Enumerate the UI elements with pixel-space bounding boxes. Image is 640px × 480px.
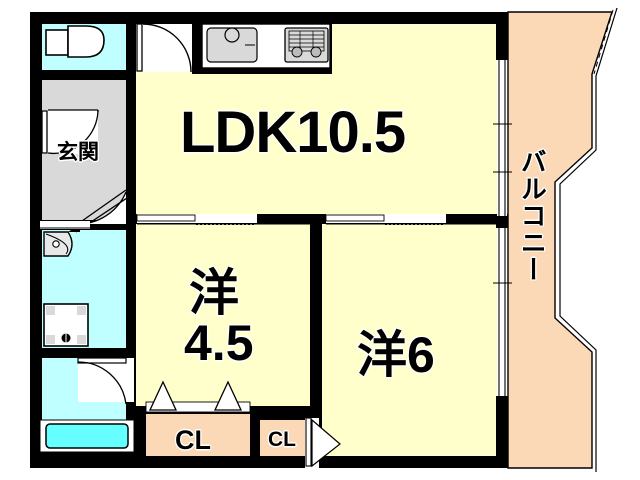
closet-label-large: CL bbox=[175, 425, 211, 455]
wall-toilet-bottom bbox=[30, 70, 136, 80]
wall-bath-right bbox=[126, 356, 136, 468]
closet-fold-triangle-2 bbox=[213, 380, 243, 411]
bath-door-panel bbox=[77, 357, 127, 364]
sliding-45-opening bbox=[137, 214, 257, 223]
wall-bath-top bbox=[30, 348, 136, 358]
bathtub-basin bbox=[45, 423, 129, 449]
stove-fixture bbox=[284, 27, 329, 63]
closet-folding-doors[interactable] bbox=[145, 380, 251, 413]
wall-outer-left bbox=[30, 12, 42, 468]
toilet-door-panel bbox=[136, 23, 143, 72]
sliding-6-panel-a bbox=[325, 214, 385, 222]
wall-closet-small-top bbox=[252, 412, 320, 420]
genkan-inner-door-arc bbox=[47, 109, 99, 155]
room-label-room45-size: 4.5 bbox=[184, 315, 254, 371]
sliding-45-panel-a bbox=[136, 214, 196, 222]
wall-closet-left bbox=[136, 406, 146, 468]
balcony-window-lower[interactable] bbox=[497, 228, 507, 396]
toilet-fixture bbox=[45, 25, 105, 58]
toilet-tank bbox=[45, 29, 69, 56]
closet-small-door-swing bbox=[311, 418, 341, 468]
balcony-floor bbox=[507, 11, 613, 469]
stove-grate bbox=[288, 30, 325, 52]
washroom-door[interactable] bbox=[40, 221, 90, 229]
sink-drain bbox=[224, 27, 240, 43]
wall-hall-right-upper bbox=[192, 12, 202, 74]
closet-folding-band bbox=[145, 401, 251, 413]
wall-balcony-upper bbox=[496, 12, 508, 60]
sliding-6-opening bbox=[326, 214, 446, 223]
balcony-rail-dash bbox=[593, 9, 614, 75]
wall-ldk-rooms-divider bbox=[130, 214, 502, 224]
genkan-inner-door[interactable] bbox=[41, 109, 99, 155]
closet-small-door[interactable] bbox=[305, 417, 341, 468]
washbasin-fixture bbox=[43, 231, 73, 257]
toilet-door[interactable] bbox=[136, 23, 192, 73]
washer-corner-br bbox=[77, 335, 86, 344]
sink-fixture bbox=[206, 27, 258, 63]
washer-corner-bl bbox=[46, 335, 55, 344]
washbasin-rim bbox=[45, 233, 69, 255]
washroom-door-opening bbox=[40, 221, 90, 229]
front-door-swing-fill bbox=[76, 192, 126, 225]
genkan-inner-door-opening bbox=[42, 110, 98, 154]
washer-corner-tr bbox=[77, 306, 86, 315]
wall-outer-bottom bbox=[30, 456, 508, 468]
sliding-door-to-room-45[interactable] bbox=[136, 214, 310, 225]
sliding-door-to-room-6[interactable] bbox=[325, 214, 496, 225]
genkan-inner-door-panel bbox=[41, 110, 48, 154]
closet-fold-triangle-1 bbox=[148, 380, 178, 411]
wall-toilet-right bbox=[126, 12, 136, 72]
stove-burner-left bbox=[291, 46, 303, 58]
toilet-door-swing-arc bbox=[142, 23, 192, 73]
room-label-balcony: バルコニー bbox=[517, 148, 548, 283]
balcony-outer-rail bbox=[559, 7, 618, 472]
washer-corner-tl bbox=[46, 306, 55, 315]
bathtub-fixture bbox=[39, 419, 135, 453]
balcony-window-upper[interactable] bbox=[497, 60, 507, 216]
bath-door[interactable] bbox=[77, 357, 134, 405]
floor-room-6 bbox=[322, 222, 502, 468]
balcony-windows[interactable] bbox=[493, 60, 512, 396]
bath-door-arc bbox=[77, 361, 127, 405]
closet-small-door-panel bbox=[305, 417, 312, 467]
wall-kitchen-bottom bbox=[202, 68, 332, 74]
room-label-room45-kanji: 洋 bbox=[189, 265, 239, 321]
wall-washroom-right bbox=[126, 228, 136, 356]
room-label-room6: 洋6 bbox=[357, 327, 435, 383]
room-label-ldk: LDK10.5 bbox=[180, 100, 406, 165]
kitchen-counter bbox=[201, 23, 331, 69]
toilet-door-opening bbox=[136, 24, 192, 72]
wall-closet-divider bbox=[250, 412, 260, 468]
toilet-bowl bbox=[67, 25, 105, 58]
wall-outer-top-left bbox=[30, 12, 136, 24]
bath-door-opening bbox=[78, 358, 134, 402]
wall-genkan-right bbox=[126, 76, 136, 224]
wall-balcony-lower bbox=[496, 396, 508, 468]
stove-burner-right bbox=[310, 46, 322, 58]
washing-machine-pan bbox=[43, 303, 89, 347]
room-label-genkan: 玄関 bbox=[57, 141, 99, 164]
washbasin-drain bbox=[52, 240, 60, 248]
closet-label-small: CL bbox=[268, 428, 296, 451]
floor-room-45 bbox=[133, 222, 316, 410]
balcony-area bbox=[507, 7, 618, 472]
